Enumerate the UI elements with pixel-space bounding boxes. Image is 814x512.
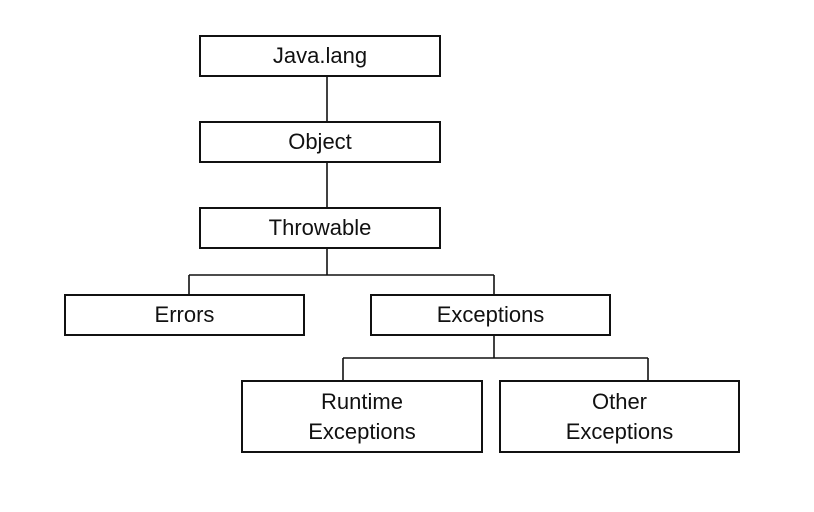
node-java-lang-label: Java.lang <box>272 43 368 68</box>
node-throwable-label: Throwable <box>268 215 372 240</box>
node-exceptions: Exceptions <box>370 294 611 336</box>
node-exceptions-label: Exceptions <box>436 302 545 327</box>
node-runtime-exceptions: Runtime Exceptions <box>241 380 483 453</box>
node-runtime-exceptions-line2: Exceptions <box>308 418 416 444</box>
node-other-exceptions-line1: Other <box>591 388 648 414</box>
node-other-exceptions-line2: Exceptions <box>565 418 674 444</box>
node-object-label: Object <box>288 129 352 154</box>
node-errors: Errors <box>64 294 305 336</box>
node-java-lang: Java.lang <box>199 35 441 77</box>
node-object: Object <box>199 121 441 163</box>
node-runtime-exceptions-line1: Runtime <box>321 388 403 414</box>
node-other-exceptions: Other Exceptions <box>499 380 740 453</box>
node-errors-label: Errors <box>154 302 215 327</box>
node-throwable: Throwable <box>199 207 441 249</box>
